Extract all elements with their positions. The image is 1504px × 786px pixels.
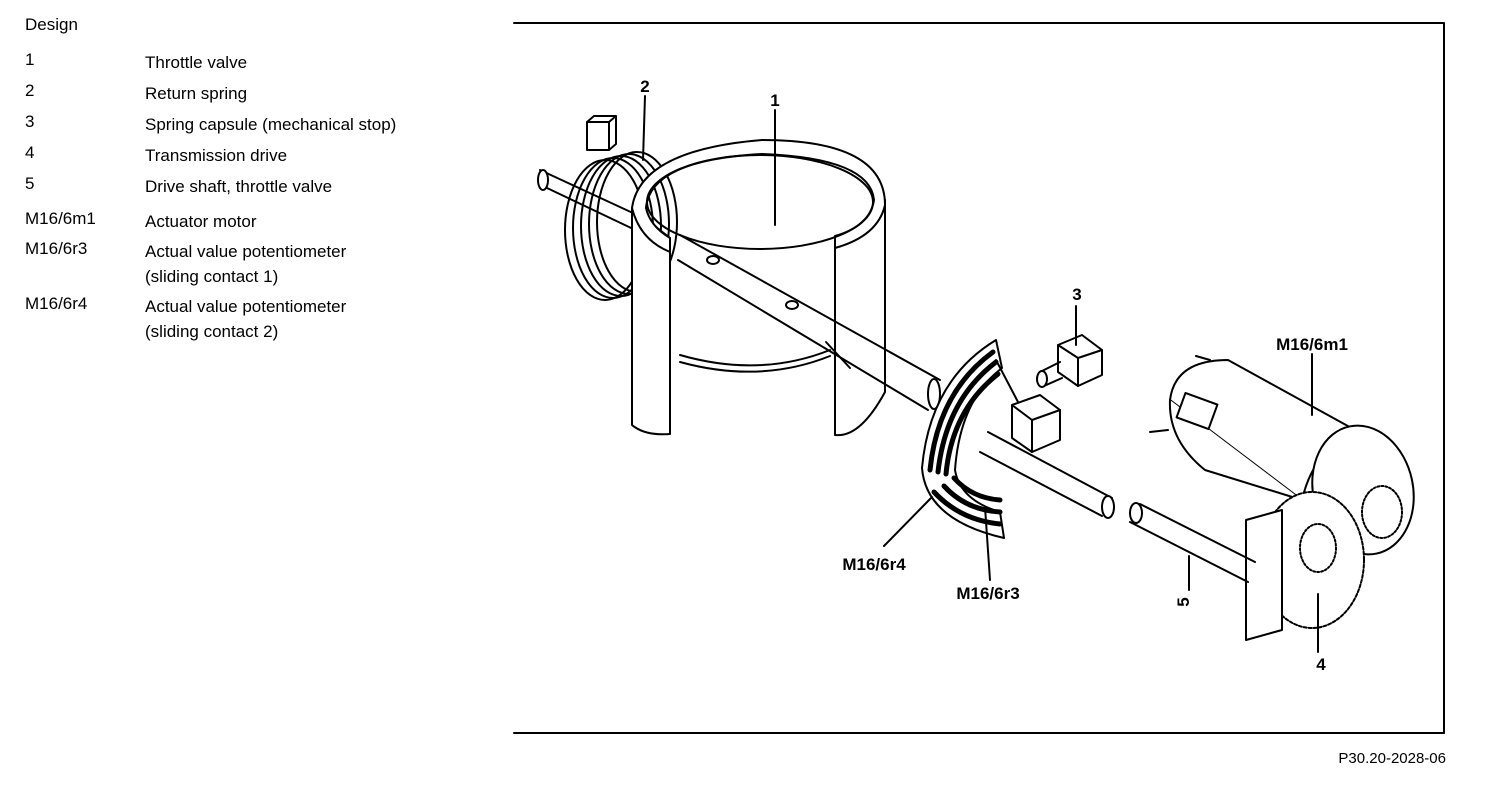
legend-code: M16/6r3: [25, 239, 88, 258]
legend-code: 3: [25, 112, 35, 131]
throttle-valve-shaft: [677, 234, 941, 411]
callout-m16-6r3: M16/6r3: [956, 584, 1019, 603]
potentiometer-sector: [921, 339, 1005, 539]
legend-description-line: (sliding contact 1): [145, 267, 279, 286]
legend-description-line: (sliding contact 2): [145, 322, 279, 341]
drive-shaft-center: [979, 359, 1115, 519]
callout-5: 5: [1174, 597, 1193, 606]
legend-title: Design: [25, 15, 78, 34]
spring-capsule: [1036, 334, 1103, 388]
shaft-right: [1129, 502, 1256, 583]
transmission-gears: [1245, 485, 1403, 641]
leader-line: [984, 506, 991, 581]
legend-description: Actual value potentiometer (sliding cont…: [145, 294, 346, 344]
legend-description-line: Actual value potentiometer: [145, 242, 347, 261]
callout-m16-6r4: M16/6r4: [842, 555, 906, 574]
legend-description: Spring capsule (mechanical stop): [145, 115, 397, 134]
leader-line: [883, 496, 933, 547]
legend-code: 4: [25, 143, 35, 162]
legend-code: 1: [25, 50, 35, 69]
shaft-end: [537, 169, 549, 191]
callout-2: 2: [640, 77, 649, 96]
legend-description: Drive shaft, throttle valve: [145, 177, 333, 196]
legend-description-line: Actual value potentiometer: [145, 297, 347, 316]
callout-3: 3: [1072, 285, 1081, 304]
callout-m16-6m1: M16/6m1: [1276, 335, 1348, 354]
legend-description: Return spring: [145, 84, 248, 103]
legend-code: M16/6r4: [25, 294, 88, 313]
callout-4: 4: [1316, 655, 1326, 674]
leader-line: [642, 95, 646, 161]
callout-1: 1: [770, 91, 779, 110]
legend-code: 2: [25, 81, 35, 100]
legend-code: 5: [25, 174, 35, 193]
legend-description: Actuator motor: [145, 212, 257, 231]
legend-description: Throttle valve: [145, 53, 248, 72]
legend-description: Transmission drive: [145, 146, 288, 165]
legend-description: Actual value potentiometer (sliding cont…: [145, 239, 346, 289]
throttle-actuator-diagram: 1 2 3 4 5 M16/6m1 M16/6r3 M16/6r4: [513, 22, 1445, 734]
frame-line: [513, 22, 1445, 734]
figure-id: P30.20-2028-06: [1338, 750, 1446, 767]
legend-code: M16/6m1: [25, 209, 96, 228]
